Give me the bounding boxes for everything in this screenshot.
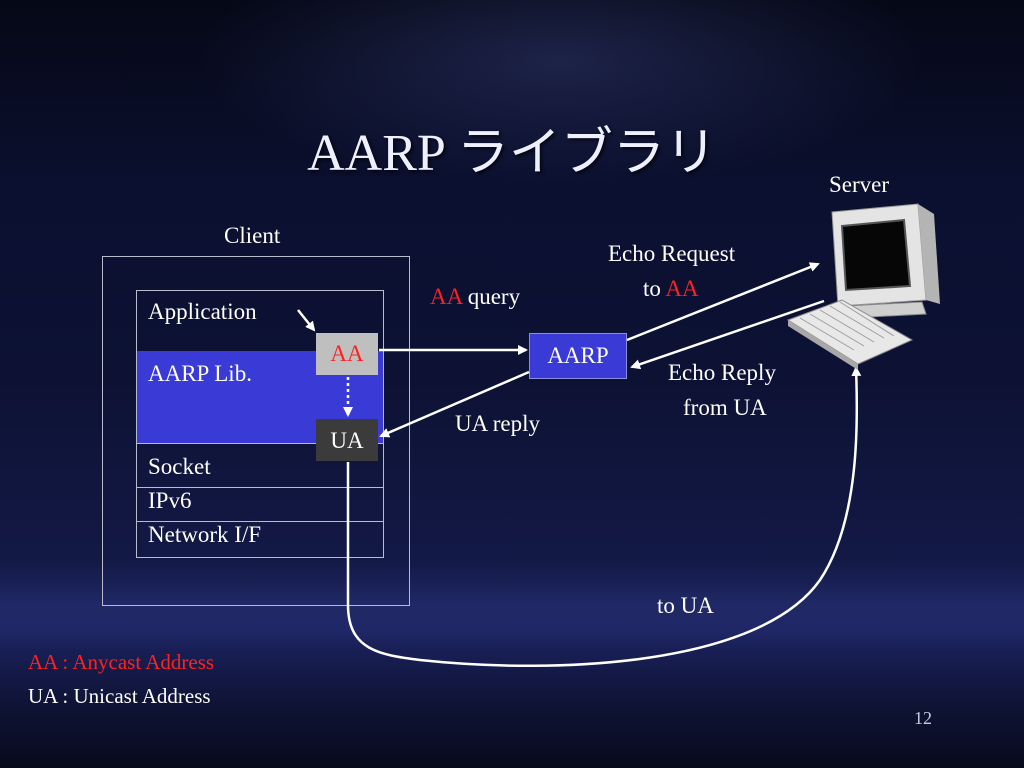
aa-query-prefix: AA xyxy=(430,284,462,309)
server-computer-icon xyxy=(786,203,940,370)
client-frame xyxy=(102,256,410,606)
page-number: 12 xyxy=(914,708,932,728)
layer-ipv6: IPv6 xyxy=(137,487,383,521)
echo-request-arrow xyxy=(626,262,820,342)
ua-reply-arrow xyxy=(379,370,530,438)
layer-application: Application xyxy=(148,299,257,324)
aa-query-label: AA query xyxy=(430,284,520,310)
ua-reply-label: UA reply xyxy=(455,411,540,436)
ua-address-box: UA xyxy=(316,419,378,461)
to-ua-curve-arrow xyxy=(346,366,862,668)
aa-query-suffix: query xyxy=(461,284,521,309)
client-label: Client xyxy=(224,223,281,248)
echo-reply-arrow xyxy=(630,299,825,370)
echo-request-label: Echo Request xyxy=(608,241,736,266)
layer-network-if: Network I/F xyxy=(137,521,383,557)
server-label: Server xyxy=(829,172,890,197)
app-to-aa-arrow xyxy=(297,309,316,332)
echo-request-aa: AA xyxy=(665,276,699,301)
aa-address-box: AA xyxy=(316,333,378,375)
legend-aa: AA : Anycast Address xyxy=(28,650,215,674)
to-ua-label: to UA xyxy=(657,593,714,618)
echo-request-target: to AA xyxy=(643,276,699,302)
aarp-node: AARP xyxy=(529,333,627,379)
layer-socket: Socket xyxy=(137,443,383,487)
echo-reply-source: from UA xyxy=(683,395,767,420)
echo-request-to: to xyxy=(643,276,666,301)
slide-title: AARP ライブラリ xyxy=(307,125,717,182)
echo-reply-label: Echo Reply xyxy=(668,360,776,385)
legend-ua: UA : Unicast Address xyxy=(28,684,211,708)
